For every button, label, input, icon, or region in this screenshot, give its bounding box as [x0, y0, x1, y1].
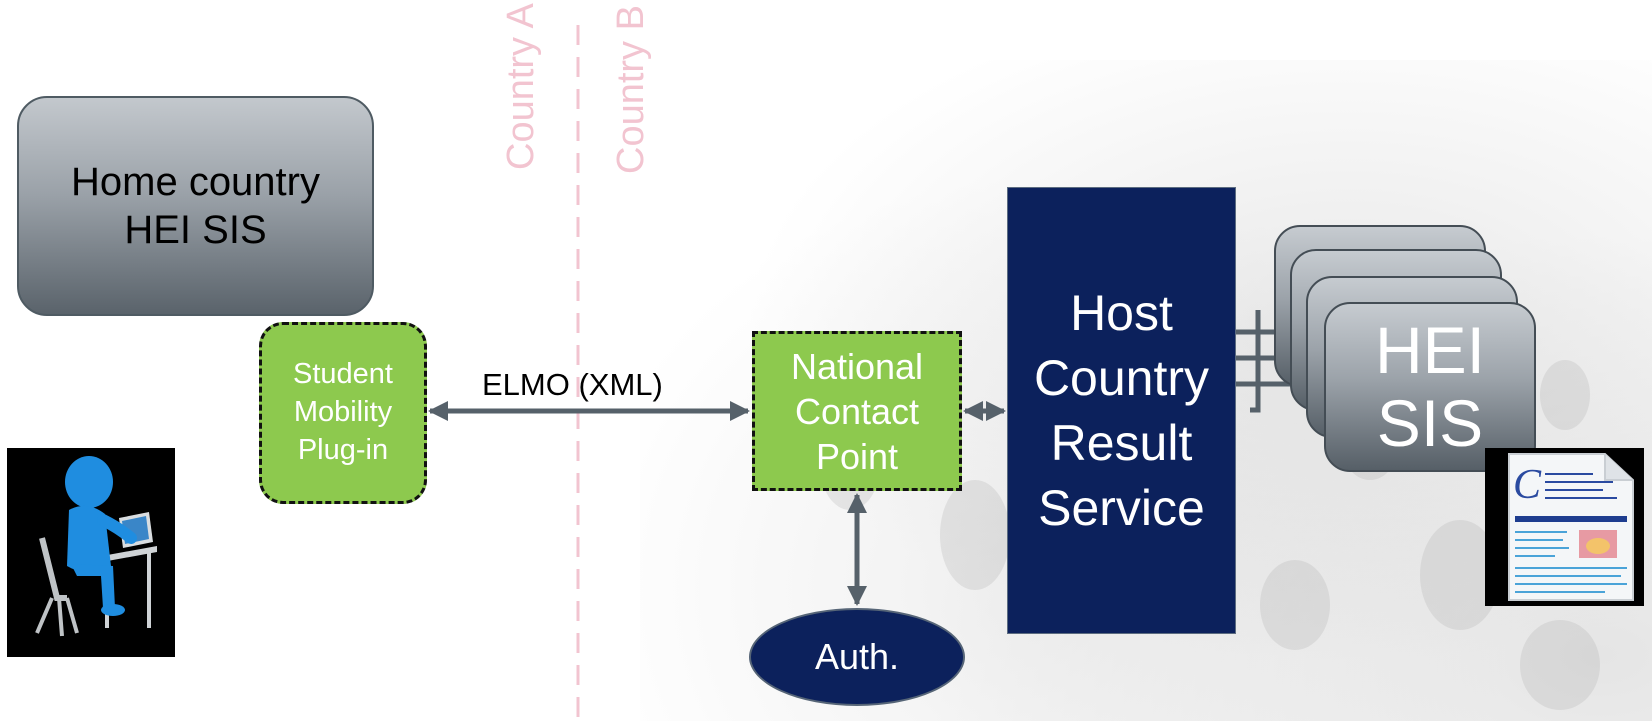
student-mobility-plugin-node[interactable]: Student Mobility Plug-in — [259, 322, 427, 504]
country-a-label: Country A — [500, 3, 542, 170]
person-at-laptop-icon — [7, 448, 175, 657]
plugin-label-line3: Plug-in — [297, 433, 389, 466]
host-country-result-service-node[interactable]: Host Country Result Service — [1007, 187, 1236, 634]
certificate-document-icon: C — [1485, 448, 1644, 606]
hei-sis-label-line2: SIS — [1376, 386, 1484, 460]
hcrs-label-line2: Country — [1033, 349, 1210, 406]
hei-sis-node[interactable]: HEI SIS — [1324, 302, 1536, 472]
auth-node[interactable]: Auth. — [749, 608, 965, 706]
hcrs-label-line1: Host — [1070, 284, 1173, 341]
ncp-label-line1: National — [790, 345, 924, 387]
ncp-label-line2: Contact — [794, 390, 920, 432]
home-sis-label-line1: Home country — [71, 160, 320, 204]
plugin-label-line1: Student — [293, 358, 393, 391]
hcrs-label-line3: Result — [1050, 414, 1193, 471]
auth-label: Auth. — [814, 636, 900, 677]
home-country-hei-sis-node[interactable]: Home country HEI SIS — [17, 96, 374, 316]
hcrs-sis-connector — [1236, 310, 1320, 413]
national-contact-point-node[interactable]: National Contact Point — [752, 331, 962, 491]
document-letter: C — [1513, 462, 1542, 508]
hei-sis-label-line1: HEI — [1374, 313, 1486, 388]
hcrs-label-line4: Service — [1038, 479, 1205, 536]
ncp-label-line3: Point — [815, 435, 899, 477]
plugin-label-line2: Mobility — [293, 396, 393, 429]
home-sis-label-line2: HEI SIS — [124, 208, 267, 252]
elmo-xml-label: ELMO (XML) — [482, 367, 663, 402]
country-b-label: Country B — [610, 5, 652, 174]
